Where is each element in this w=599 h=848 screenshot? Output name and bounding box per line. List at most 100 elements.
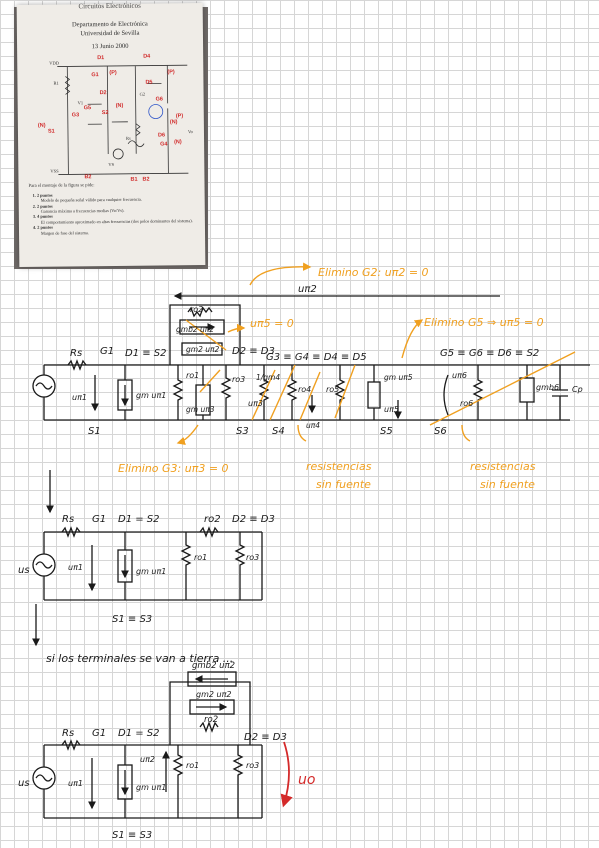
label-rs-3: Rs: [62, 728, 74, 739]
label-s1-2: S1 ≡ S3: [112, 614, 152, 625]
label-rs-2: Rs: [62, 514, 74, 525]
label-vpi6-1: uπ6: [452, 371, 467, 380]
label-s5-1: S5: [380, 426, 393, 437]
label-d1-2: D1 = S2: [118, 514, 160, 525]
photo-mark-b2b: B2: [142, 177, 149, 183]
photo-mark-g5: G5: [84, 105, 91, 111]
label-d2-3: D2 ≡ D3: [244, 732, 287, 743]
photo-mark-d6: D6: [158, 132, 165, 138]
label-ro3-3: ro3: [246, 761, 259, 770]
label-ro6-1: ro6: [460, 399, 473, 408]
circuit-2: [32, 526, 263, 601]
label-ro3-2: ro3: [246, 553, 259, 562]
label-ro1-3: ro1: [186, 761, 199, 770]
label-s1-3: S1 ≡ S3: [112, 830, 152, 841]
cp-capacitor-1: [552, 365, 568, 420]
rs-resistor-1: [67, 359, 87, 371]
gm5-source-1: [367, 381, 381, 409]
ro4-resistor-1: [286, 365, 298, 420]
rs-resistor-3: [61, 739, 81, 751]
photo-label-vs: VS: [108, 162, 114, 167]
rs-resistor-2: [61, 526, 81, 538]
ro2-resistor-3: [199, 721, 219, 733]
photo-mark-p3: (P): [176, 113, 184, 119]
photo-mark-d1: D1: [97, 55, 104, 61]
label-ro1-2: ro1: [194, 553, 207, 562]
label-gmb6-1: gmb6: [536, 383, 559, 392]
label-s3-1: S3: [236, 426, 249, 437]
photo-label-vo: Vo: [188, 129, 194, 134]
label-ro2-3: ro2: [204, 715, 218, 725]
photo-mark-g3: G3: [72, 112, 79, 118]
label-ro5-1: ro5: [326, 385, 339, 394]
label-vpi4-1: uπ4: [306, 421, 320, 430]
photo-label-g2: G2: [140, 92, 146, 97]
note-si-los-terminales: si los terminales se van a tierra ...: [46, 652, 233, 665]
label-gm1-3: gm uπ1: [136, 783, 166, 792]
note-sin-fuente-2: sin fuente: [480, 478, 535, 491]
ro3-resistor-1: [220, 365, 232, 420]
label-gm2-1: gm2 uπ2: [186, 345, 219, 354]
label-vpi1-3: uπ1: [68, 779, 83, 788]
label-g1-3: G1: [92, 728, 106, 739]
photo-mark-g1: G1: [91, 72, 98, 78]
ro3-resistor-2: [234, 532, 246, 600]
label-gm5-1: gm uπ5: [384, 373, 413, 382]
label-g1-2: G1: [92, 514, 106, 525]
label-ro2-2: ro2: [204, 514, 221, 525]
note-elimino-g5: Elimino G5 ⇒ uπ5 = 0: [424, 316, 544, 329]
label-vo: uo: [298, 772, 315, 788]
note-resistencias-2: resistencias: [470, 460, 536, 473]
photo-mark-d2: D2: [100, 90, 107, 96]
label-s1-1: S1: [88, 426, 101, 437]
photo-mark-s1: S1: [48, 129, 55, 135]
photo-label-rs: Rs: [126, 136, 131, 141]
photo-mark-n4: (N): [174, 139, 182, 145]
label-us-3: us: [18, 778, 30, 789]
gm2-source-3: [189, 699, 235, 715]
label-vpi1-1: uπ1: [72, 393, 87, 402]
label-g3-1: G3 ≡ G4 ≡ D4 ≡ D5: [266, 352, 367, 363]
label-gm2-3: gm2 uπ2: [196, 690, 231, 699]
photo-label-v1: V1: [78, 100, 84, 105]
label-ro4-1: ro4: [298, 385, 311, 394]
label-g5-1: G5 ≡ G6 ≡ D6 ≡ S2: [440, 348, 539, 359]
label-d1-1: D1 ≡ S2: [125, 348, 167, 359]
label-vpi5-1: uπ5: [384, 405, 399, 414]
gmb2-source-1: [179, 319, 225, 335]
note-vpi5-zero: uπ5 = 0: [250, 317, 294, 330]
label-cp-1: Cp: [572, 385, 583, 394]
label-ro3-1: ro3: [232, 375, 245, 384]
label-gm4-1: 1/gm4: [256, 373, 280, 382]
photo-mark-s2: S2: [102, 110, 109, 116]
label-us-2: us: [18, 565, 30, 576]
photo-mark-p2: (P): [167, 69, 175, 75]
label-gm1-2: gm uπ1: [136, 567, 166, 576]
photo-mark-d4: D4: [143, 54, 151, 60]
ro3-resistor-3: [232, 745, 244, 818]
ro1-resistor-1: [172, 365, 184, 420]
photo-label-vdd: VDD: [49, 61, 60, 66]
photo-mark-g4: G4: [160, 141, 168, 147]
note-resistencias-1: resistencias: [306, 460, 372, 473]
photo-mark-g6: G6: [156, 96, 163, 102]
gmb6-source-1: [519, 377, 535, 403]
ro1-resistor-2: [180, 532, 192, 600]
label-rs-1: Rs: [70, 348, 82, 359]
photo-mark-n3: (N): [38, 123, 46, 129]
gmb2-source-3: [187, 671, 237, 687]
label-ro2-1: ro2: [190, 305, 203, 314]
label-s6-1: S6: [434, 426, 447, 437]
label-top-vpi2: uπ2: [298, 284, 317, 295]
label-gm1-1: gm uπ1: [136, 391, 166, 400]
photo-mark-b1: B1: [130, 177, 137, 183]
note-elimino-g2: Elimino G2: uπ2 = 0: [318, 266, 429, 279]
photo-mark-p1: (P): [109, 70, 117, 76]
label-d2-2: D2 ≡ D3: [232, 514, 275, 525]
label-gmb2-1: gmb2 uπ2: [176, 325, 214, 334]
label-gm3-1: gm uπ3: [186, 405, 215, 414]
orange-strikes-1: [176, 262, 576, 446]
exam-circuit: D1 D4 G1 (P) (P) D5 D2 (N) (N) (N) S2 G3…: [38, 54, 194, 183]
photo-mark-n1: (N): [116, 103, 124, 109]
